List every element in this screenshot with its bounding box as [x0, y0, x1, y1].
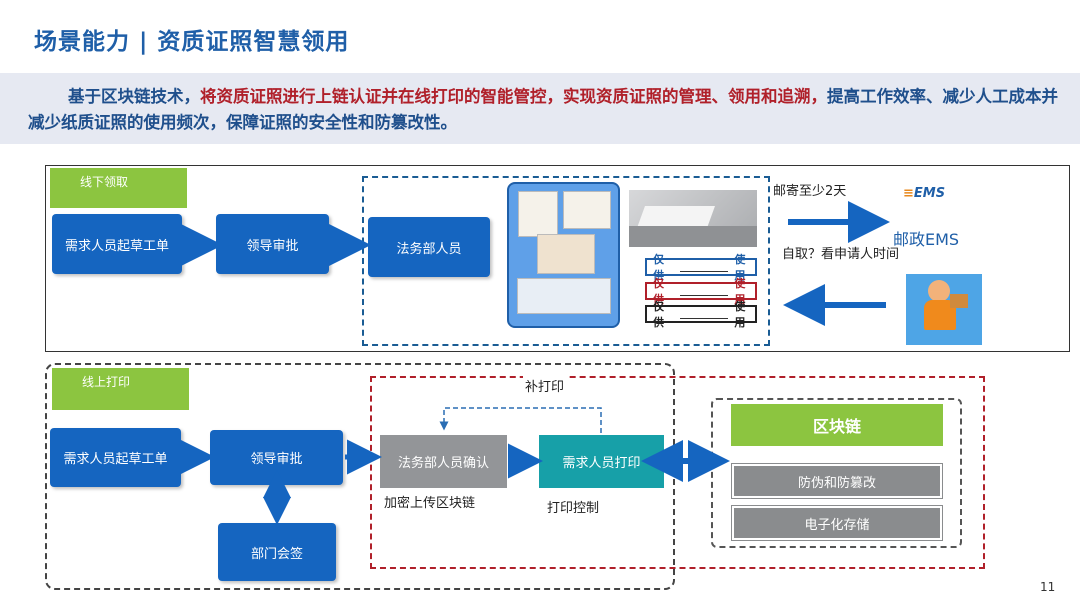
stamp-prefix: 仅供	[653, 253, 664, 282]
courier-illustration	[906, 274, 982, 345]
print-control-note: 打印控制	[547, 501, 600, 516]
offline-step-approve: 领导审批	[216, 214, 329, 274]
intro-part2: 将资质证照进行上链认证并在线打印的智能管控，实现资质证照的管理、领用和追溯，	[200, 87, 827, 106]
ems-logo: ≡EMS	[903, 186, 945, 201]
intro-part1: 基于区块链技术，	[68, 87, 200, 106]
certificate-doc	[518, 191, 558, 237]
certificate-doc	[563, 191, 611, 229]
feature-storage: 电子化存储	[732, 506, 942, 540]
certificate-doc	[537, 234, 595, 274]
online-step-draft: 需求人员起草工单	[50, 428, 181, 487]
stamp-suffix: 使用	[734, 300, 746, 329]
legal-confirm-box: 法务部人员确认	[380, 435, 507, 488]
intro-text: 基于区块链技术，将资质证照进行上链认证并在线打印的智能管控，实现资质证照的管理、…	[28, 84, 1058, 136]
certificates-image	[507, 182, 620, 328]
certificate-doc	[517, 278, 611, 314]
printer-photo	[629, 190, 757, 247]
mail-note: 邮寄至少2天	[773, 184, 847, 199]
stamp-prefix: 仅供	[653, 300, 664, 329]
offline-step-legal: 法务部人员	[368, 217, 490, 277]
offline-step-draft: 需求人员起草工单	[52, 214, 182, 274]
offline-panel	[45, 165, 1070, 352]
ems-logo-text: EMS	[913, 186, 946, 201]
parcel-icon	[950, 294, 968, 308]
pickup-note: 自取？看申请人时间	[782, 247, 900, 262]
offline-tag: 线下领取	[50, 168, 187, 208]
intro-band	[0, 73, 1080, 144]
ems-wing-icon: ≡	[903, 186, 914, 201]
stamp-suffix: 使用	[734, 253, 746, 282]
page-number: 11	[1040, 580, 1056, 594]
reprint-loop	[439, 407, 602, 433]
stamp-blue: 仅供 使用	[645, 253, 757, 282]
online-step-countersign: 部门会签	[218, 523, 336, 581]
stamp-line	[679, 309, 729, 319]
upload-note: 加密上传区块链	[384, 496, 476, 511]
online-tag: 线上打印	[52, 368, 189, 410]
printer-body	[629, 226, 757, 247]
intro-part3: 提高工作效率、减少人工成本并减少纸质证照的使用频次，保障证照的安全性和防篡改性。	[28, 87, 1058, 132]
feature-antifake: 防伪和防篡改	[732, 464, 942, 498]
stamp-prefix: 仅供	[653, 277, 664, 306]
stamp-line	[679, 286, 729, 296]
blockchain-title: 区块链	[731, 404, 943, 446]
page-title: 场景能力 | 资质证照智慧领用	[34, 29, 350, 55]
ems-name: 邮政EMS	[893, 230, 960, 249]
reprint-label: 补打印	[523, 376, 567, 395]
stamp-black: 仅供 使用	[645, 300, 757, 329]
stamp-suffix: 使用	[734, 277, 746, 306]
stamp-line	[679, 262, 729, 272]
courier-head	[928, 280, 950, 302]
stamp-red: 仅供 使用	[645, 277, 757, 306]
